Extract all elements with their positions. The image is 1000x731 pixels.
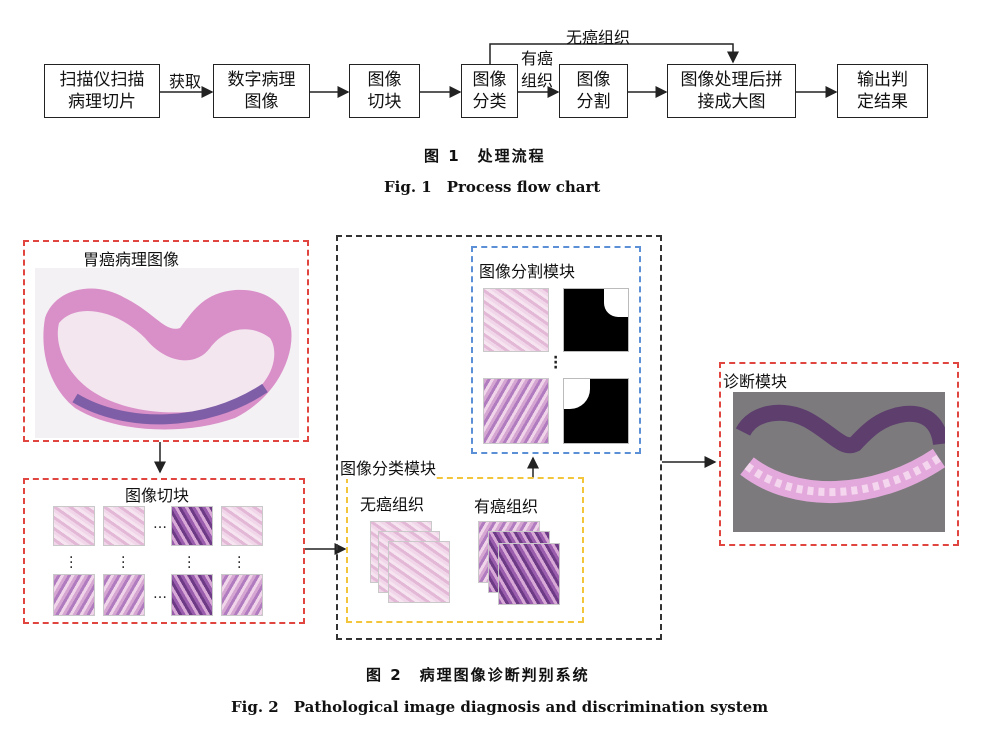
vertical-ellipsis: ··· — [187, 550, 192, 576]
segmentation-mask — [563, 288, 629, 352]
vertical-ellipsis: ··· — [237, 550, 242, 576]
arrow-no-cancer-bypass — [489, 43, 739, 64]
edge-label-cancer: 有癌组织 — [521, 49, 554, 90]
box-classification: 图像分类 — [461, 64, 518, 118]
tile-image — [221, 574, 263, 616]
fig1-caption-cn: 图 1 处理流程 — [424, 147, 546, 165]
panel-classification-module: 图像分类模块 无癌组织 有癌组织 — [340, 455, 584, 623]
panel-system — [336, 235, 662, 640]
tile-image — [103, 506, 145, 546]
segmentation-mask — [563, 378, 629, 444]
panel-diagnosis-module: 诊断模块 — [719, 362, 959, 546]
tile-stack — [388, 541, 450, 603]
panel-tiling: 图像切块 … ··· ··· ··· ··· … — [23, 478, 305, 624]
vertical-ellipsis: ··· — [121, 550, 126, 576]
fig2-caption-cn: 图 2 病理图像诊断判别系统 — [366, 666, 590, 684]
label-no-cancer-tissue: 无癌组织 — [360, 495, 425, 514]
tile-image — [221, 506, 263, 546]
panel-diagnosis-title: 诊断模块 — [723, 372, 788, 391]
box-scanner: 扫描仪扫描病理切片 — [44, 64, 160, 118]
edge-label-acquire: 获取 — [169, 72, 202, 91]
panel-tiling-title: 图像切块 — [125, 486, 190, 505]
box-tiling: 图像切块 — [349, 64, 420, 118]
tile-image — [53, 506, 95, 546]
panel-gastric-image-title: 胃癌病理图像 — [83, 250, 180, 269]
box-segmentation: 图像分割 — [559, 64, 628, 118]
edge-label-no-cancer: 无癌组织 — [566, 28, 631, 47]
label-cancer-tissue: 有癌组织 — [474, 497, 539, 516]
box-output: 输出判定结果 — [837, 64, 928, 118]
box-stitching: 图像处理后拼接成大图 — [667, 64, 796, 118]
whole-slide-image — [35, 268, 299, 438]
ellipsis: … — [153, 516, 167, 532]
diagnosis-overlay-image — [733, 392, 945, 532]
segmentation-input-tile — [483, 288, 549, 352]
box-digital-image: 数字病理图像 — [213, 64, 310, 118]
panel-classification-title: 图像分类模块 — [340, 455, 437, 479]
tile-stack — [498, 543, 560, 605]
tile-image — [171, 506, 213, 546]
tile-image — [53, 574, 95, 616]
fig2-caption-en: Fig. 2 Pathological image diagnosis and … — [231, 698, 769, 716]
segmentation-input-tile — [483, 378, 549, 444]
panel-segmentation-module: 图像分割模块 ··· — [471, 246, 641, 454]
tile-image — [103, 574, 145, 616]
panel-gastric-image: 胃癌病理图像 — [23, 240, 309, 442]
panel-segmentation-title: 图像分割模块 — [479, 262, 576, 281]
fig1-caption-en: Fig. 1 Process flow chart — [384, 178, 601, 196]
tile-image — [171, 574, 213, 616]
ellipsis: … — [153, 586, 167, 602]
vertical-ellipsis: ··· — [69, 550, 74, 576]
vertical-ellipsis: ··· — [553, 350, 559, 376]
